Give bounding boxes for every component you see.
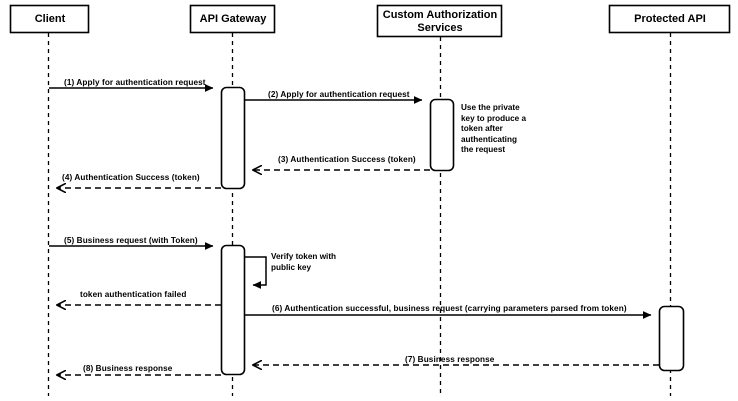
message-label-token-auth-failed: token authentication failed	[80, 290, 187, 299]
participant-box-custom-auth	[376, 4, 503, 38]
activation-api-gateway-auth	[220, 86, 246, 190]
activation-bars	[220, 86, 685, 376]
self-message-label-verify-token: Verify token with public key	[271, 252, 337, 272]
participant-boxes	[9, 4, 731, 38]
activation-api-gateway-business	[220, 244, 246, 376]
message-label-m7: (7) Business response	[405, 355, 495, 364]
participant-label-client: Client	[34, 13, 66, 25]
lifelines	[47, 33, 672, 396]
arrow-self-verify	[244, 256, 267, 289]
note-label-private-key: Use the private key to produce a token a…	[461, 103, 527, 154]
participant-box-protected-api	[608, 4, 731, 34]
participant-label-protected-api: Protected API	[634, 13, 706, 25]
message-label-m3: (3) Authentication Success (token)	[278, 155, 416, 164]
message-label-m4: (4) Authentication Success (token)	[62, 173, 200, 182]
activation-protected-api	[658, 305, 685, 372]
participant-label-api-gateway: API Gateway	[199, 13, 267, 25]
message-label-m6: (6) Authentication successful, business …	[272, 304, 627, 313]
activation-custom-auth	[429, 98, 455, 172]
message-label-m2: (2) Apply for authentication request	[268, 90, 410, 99]
participant-box-client	[9, 4, 90, 34]
participant-label-custom-auth: Custom Authorization Services	[382, 8, 498, 34]
participant-box-api-gateway	[189, 4, 276, 34]
message-label-m5: (5) Business request (with Token)	[64, 236, 198, 245]
message-label-m8: (8) Business response	[83, 364, 173, 373]
message-label-m1: (1) Apply for authentication request	[64, 78, 206, 87]
